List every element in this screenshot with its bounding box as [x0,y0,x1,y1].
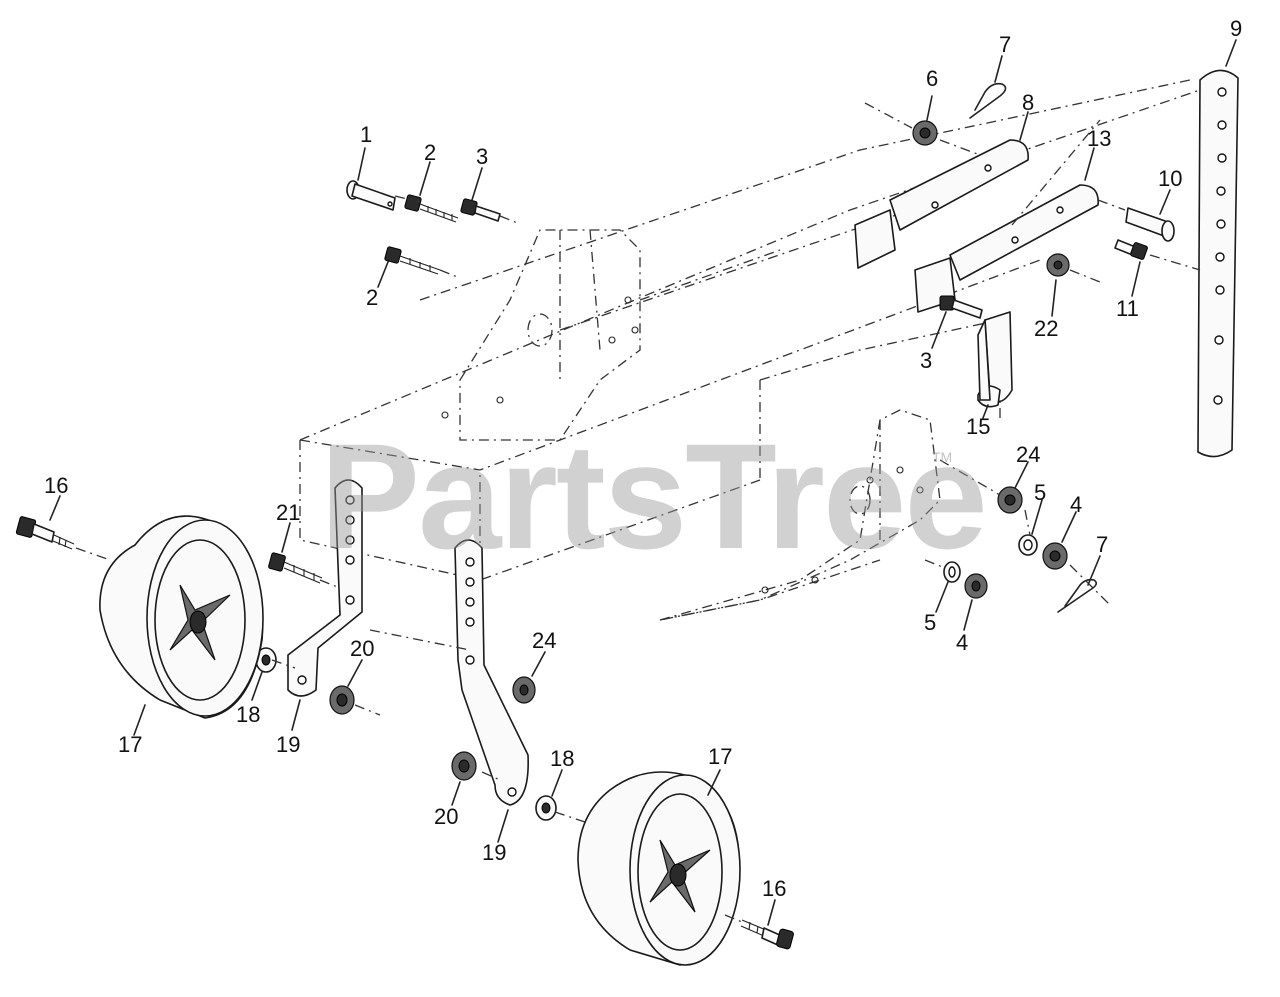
callout-20-right: 20 [434,804,458,829]
axle-bolt-right [740,919,794,950]
hex-bolt-3-left [460,198,501,222]
hex-nut-22 [1046,253,1070,277]
leader-lines [49,39,1237,926]
hex-bolt-11 [1114,239,1148,260]
hex-nut-4-right [1042,542,1068,570]
right-frame-bracket [659,409,941,621]
callout-16-left: 16 [44,473,68,498]
stop-bracket [977,311,1013,408]
callout-6: 6 [926,66,938,91]
callout-11: 11 [1116,296,1139,321]
callout-4-center: 4 [956,630,968,655]
watermark-text: PartsTree [320,412,986,580]
hex-nut-24-left [512,676,536,704]
callout-24-right: 24 [1016,442,1040,467]
callout-7-bottom: 7 [1096,532,1108,557]
depth-bar [1197,69,1239,458]
callout-5-right: 5 [1034,480,1046,505]
callout-3-right: 3 [920,348,932,373]
hex-bolt-2-lower [384,246,441,275]
callout-7-top: 7 [999,32,1011,57]
wheel-bracket-left [287,479,363,697]
callout-2-upper: 2 [424,140,436,165]
callout-4-right: 4 [1070,492,1082,517]
clevis-pin-1 [346,180,396,211]
callout-3-left: 3 [476,144,488,169]
depth-bar-bracket-upper [854,139,1029,269]
lock-washer-5-right [1018,534,1038,556]
callout-8: 8 [1022,90,1034,115]
callout-17-left: 17 [118,732,142,757]
callout-5-center: 5 [924,610,936,635]
callout-1: 1 [360,122,372,147]
callout-20-left: 20 [350,636,374,661]
callout-2-lower: 2 [366,285,378,310]
callout-labels: 1 2 3 2 6 7 8 9 13 10 11 22 3 15 24 5 4 … [44,16,1242,901]
hex-nut-20-left [329,685,355,715]
callout-22: 22 [1034,316,1058,341]
left-frame-bracket [441,229,641,441]
callout-10: 10 [1158,166,1182,191]
assembly-lines [75,102,1201,923]
hex-nut-24-right [997,486,1023,514]
callout-13: 13 [1087,126,1111,151]
hex-nut-20-right [451,751,477,781]
wheel-bracket-right [454,539,529,806]
callout-24-left: 24 [532,628,556,653]
watermark-trademark: TM [932,449,952,465]
hair-pin-clip-top [969,82,1007,119]
wheel-left [99,515,264,719]
callout-17-right: 17 [708,744,732,769]
callout-19-left: 19 [276,732,300,757]
callout-16-right: 16 [762,876,786,901]
hex-bolt-21 [268,552,323,584]
washer-18-right [535,795,557,821]
callout-18-left: 18 [236,702,260,727]
clevis-pin [1125,207,1175,242]
callout-9: 9 [1230,16,1242,41]
hex-bolt-3-right [939,295,983,319]
lock-washer-5-center [943,561,961,583]
hex-nut-6 [912,120,938,146]
watermark: PartsTree TM [320,412,988,580]
callout-19-right: 19 [482,840,506,865]
hex-bolt-2-upper [404,194,459,223]
tiller-frame-outline [299,79,1201,621]
washer-18-left [255,647,277,673]
callout-15: 15 [966,414,990,439]
hair-pin-clip-bottom [1057,578,1098,613]
callout-21: 21 [276,500,300,525]
axle-bolt-left [15,516,75,550]
callout-18-right: 18 [550,746,574,771]
wheel-right [577,771,741,966]
hex-nut-4-center [964,573,988,599]
